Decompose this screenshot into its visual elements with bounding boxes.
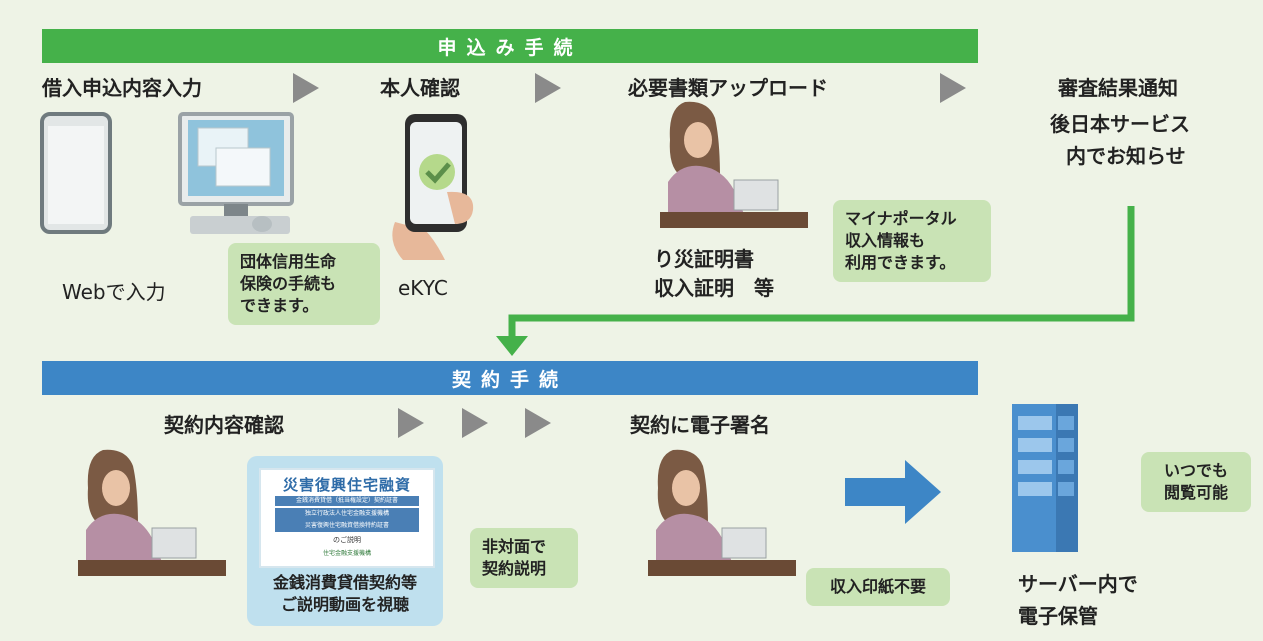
mynaportal-note-bubble: マイナポータル 収入情報も 利用できます。 <box>833 200 991 282</box>
smartphone-ekyc-icon <box>392 114 474 260</box>
insurance-note-bubble: 団体信用生命 保険の手続も できます。 <box>228 243 380 325</box>
contract-arrow-2 <box>462 408 488 438</box>
application-process-bar: 申込み手続 <box>42 29 978 63</box>
result-line1: 後日本サービス <box>1050 112 1190 136</box>
person-confirm-icon <box>78 449 226 576</box>
video-panel: 災害復興住宅融資 金銭消費貸借（抵当権設定）契約証書 独立行政法人住宅金融支援機… <box>247 456 443 626</box>
step-upload: 必要書類アップロード <box>628 76 828 100</box>
docs-line1: り災証明書 <box>654 247 754 271</box>
web-input-label: Webで入力 <box>62 280 166 304</box>
poster-body: 独立行政法人住宅金融支援機構 災害復興住宅融資借換特約証書 <box>275 508 419 532</box>
person-esign-icon <box>648 449 796 576</box>
step-identity: 本人確認 <box>380 76 460 100</box>
contract-arrow-1 <box>398 408 424 438</box>
step-arrow-1 <box>293 73 319 103</box>
step-arrow-2 <box>535 73 561 103</box>
devices-icon <box>40 112 294 234</box>
poster-line1: 金銭消費貸借（抵当権設定）契約証書 <box>275 496 419 506</box>
video-caption: 金銭消費貸借契約等 ご説明動画を視聴 <box>272 573 417 614</box>
step-arrow-3 <box>940 73 966 103</box>
poster-title: 災害復興住宅融資 <box>282 476 411 494</box>
docs-line2: 収入証明 等 <box>654 276 774 300</box>
ekyc-label: eKYC <box>398 276 448 300</box>
storage-line2: 電子保管 <box>1018 604 1098 628</box>
anytime-view-bubble: いつでも 閲覧可能 <box>1141 452 1251 512</box>
contract-esign-label: 契約に電子署名 <box>630 413 770 437</box>
step-result: 審査結果通知 <box>1058 76 1178 100</box>
result-line2: 内でお知らせ <box>1066 144 1186 168</box>
contract-confirm-label: 契約内容確認 <box>164 413 284 437</box>
server-icon <box>1012 404 1078 552</box>
poster-caption: のご説明 <box>333 536 361 544</box>
storage-line1: サーバー内で <box>1018 572 1138 596</box>
contract-process-bar: 契約手続 <box>42 361 978 395</box>
poster-org: 住宅金融支援機構 <box>322 550 371 557</box>
revenue-stamp-bubble: 収入印紙不要 <box>806 568 950 606</box>
contract-process-title: 契約手続 <box>451 368 568 391</box>
explanation-poster: 災害復興住宅融資 金銭消費貸借（抵当権設定）契約証書 独立行政法人住宅金融支援機… <box>259 468 435 568</box>
contract-arrow-3 <box>525 408 551 438</box>
arrow-right-icon <box>845 460 941 524</box>
person-upload-icon <box>660 101 808 228</box>
non-face-to-face-bubble: 非対面で 契約説明 <box>470 528 578 588</box>
step-loan-input: 借入申込内容入力 <box>42 76 202 100</box>
application-process-title: 申込み手続 <box>437 36 583 59</box>
